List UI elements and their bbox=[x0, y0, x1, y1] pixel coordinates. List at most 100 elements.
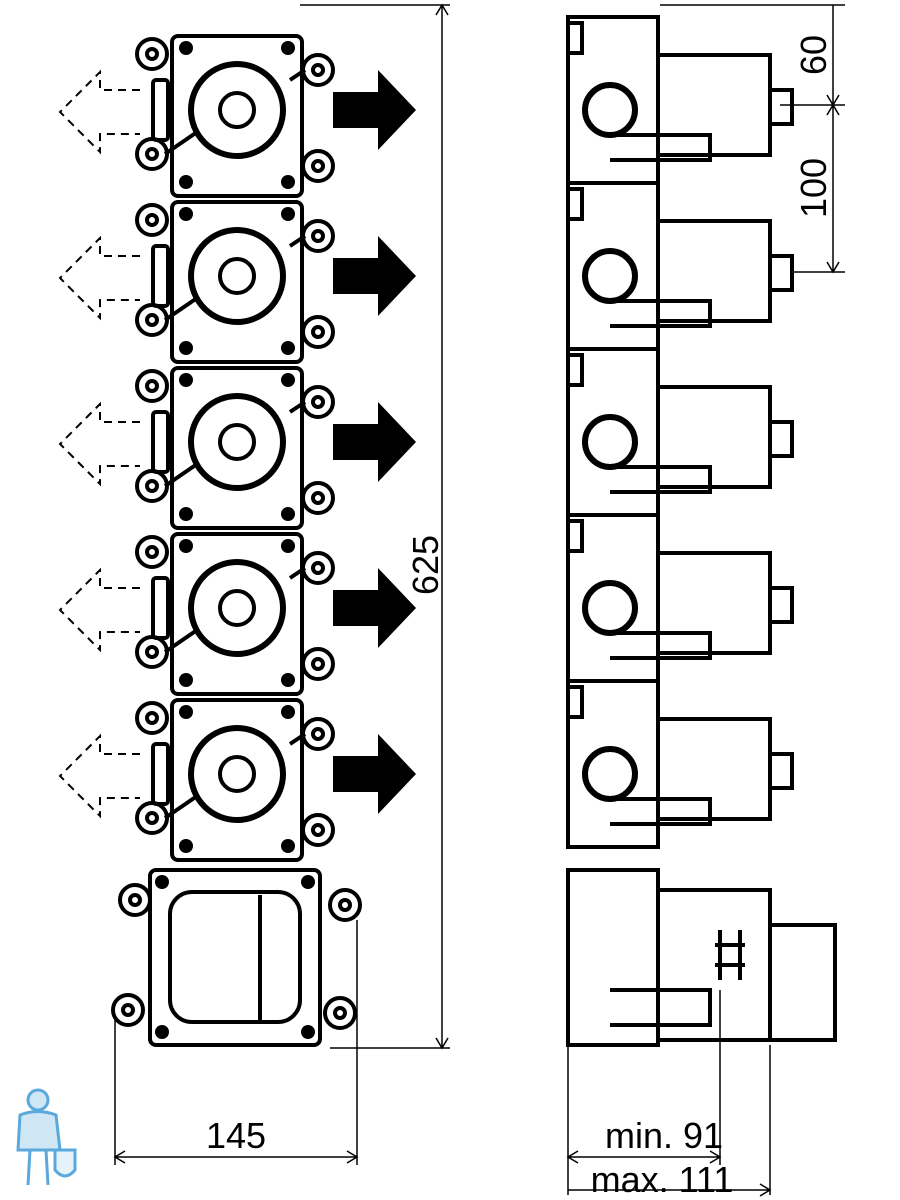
mounting-lug bbox=[135, 635, 169, 669]
mounting-hole-icon bbox=[311, 727, 325, 741]
module-housing bbox=[170, 698, 304, 862]
mounting-lug bbox=[301, 53, 335, 87]
dim-total-height-label: 625 bbox=[405, 535, 446, 595]
module-housing bbox=[170, 532, 304, 696]
mounting-lug bbox=[323, 996, 357, 1030]
side-port bbox=[151, 78, 170, 142]
side-detail bbox=[610, 930, 745, 1027]
mounting-hole-icon bbox=[311, 63, 325, 77]
screw-icon bbox=[281, 673, 295, 687]
side-bracket bbox=[570, 685, 712, 826]
screw-icon bbox=[301, 1025, 315, 1039]
screw-icon bbox=[179, 373, 193, 387]
optional-outlet-arrow-icon bbox=[58, 235, 140, 321]
screw-icon bbox=[281, 373, 295, 387]
valve-ring bbox=[188, 227, 286, 325]
bracket-arm bbox=[163, 732, 307, 820]
dim-depth-max-label: max. 111 bbox=[591, 1159, 734, 1200]
screw-icon bbox=[179, 207, 193, 221]
mounting-hole-icon bbox=[333, 1006, 347, 1020]
mounting-lug bbox=[301, 717, 335, 751]
valve-module bbox=[58, 366, 416, 530]
mounting-hole-icon bbox=[145, 811, 159, 825]
side-bracket bbox=[570, 519, 712, 660]
mounting-hole-icon bbox=[145, 479, 159, 493]
dim-line-module-pitch bbox=[660, 4, 845, 274]
valve-ring bbox=[188, 559, 286, 657]
valve-ring bbox=[188, 725, 286, 823]
mounting-hole-icon bbox=[145, 47, 159, 61]
mounting-hole-icon bbox=[145, 147, 159, 161]
screw-icon bbox=[281, 839, 295, 853]
side-knob bbox=[768, 586, 794, 624]
mounting-hole-icon bbox=[311, 561, 325, 575]
screw-icon bbox=[179, 705, 193, 719]
bracket-arm bbox=[163, 68, 307, 156]
screw-icon bbox=[281, 341, 295, 355]
side-bracket bbox=[570, 187, 712, 328]
dim-line-depth bbox=[566, 990, 772, 1197]
screw-icon bbox=[179, 41, 193, 55]
mounting-lug bbox=[135, 203, 169, 237]
side-port bbox=[151, 576, 170, 640]
mounting-lug bbox=[301, 813, 335, 847]
bracket-arm bbox=[163, 566, 307, 654]
bracket-arm bbox=[163, 400, 307, 488]
dim-line-width bbox=[113, 920, 359, 1165]
mounting-hole-icon bbox=[145, 213, 159, 227]
mounting-lug bbox=[301, 385, 335, 419]
module-housing bbox=[170, 200, 304, 364]
side-body bbox=[656, 888, 772, 1042]
dim-width-label: 145 bbox=[206, 1115, 266, 1156]
screw-icon bbox=[281, 705, 295, 719]
side-port bbox=[151, 742, 170, 806]
screw-icon bbox=[155, 875, 169, 889]
valve-spindle bbox=[218, 755, 256, 793]
mounting-lug bbox=[135, 801, 169, 835]
screw-icon bbox=[179, 673, 193, 687]
outlet-arrow-icon bbox=[333, 70, 416, 150]
mounting-hole-icon bbox=[145, 645, 159, 659]
mounting-lug bbox=[135, 535, 169, 569]
mounting-hole-icon bbox=[145, 545, 159, 559]
side-knob bbox=[768, 88, 794, 126]
optional-outlet-arrow-icon bbox=[58, 733, 140, 819]
side-cap bbox=[768, 923, 837, 1042]
valve-module bbox=[58, 532, 416, 696]
dim-top-offset-label: 60 bbox=[793, 35, 834, 75]
side-body bbox=[656, 551, 772, 655]
side-bracket bbox=[570, 353, 712, 494]
valve-module bbox=[58, 34, 416, 198]
outlet-arrow-icon bbox=[333, 402, 416, 482]
mounting-lug bbox=[301, 315, 335, 349]
outlet-arrow-icon bbox=[333, 236, 416, 316]
dim-depth-min-label: min. 91 bbox=[605, 1115, 723, 1156]
side-valve-port bbox=[582, 746, 638, 802]
side-mixer bbox=[566, 868, 837, 1047]
optional-outlet-arrow-icon bbox=[58, 401, 140, 487]
plumber-logo-icon bbox=[16, 1088, 77, 1186]
mounting-lug bbox=[135, 701, 169, 735]
side-body bbox=[656, 717, 772, 821]
front-view bbox=[58, 34, 416, 1047]
valve-module bbox=[58, 698, 416, 862]
mounting-lug bbox=[301, 481, 335, 515]
mounting-hole-icon bbox=[338, 898, 352, 912]
side-module bbox=[566, 347, 794, 517]
screw-icon bbox=[281, 207, 295, 221]
mounting-hole-icon bbox=[311, 229, 325, 243]
mounting-hole-icon bbox=[145, 711, 159, 725]
side-module bbox=[566, 15, 794, 185]
mounting-hole-icon bbox=[311, 325, 325, 339]
side-module bbox=[566, 181, 794, 351]
mounting-lug bbox=[135, 469, 169, 503]
side-port bbox=[151, 244, 170, 308]
mounting-lug bbox=[135, 303, 169, 337]
side-module bbox=[566, 513, 794, 683]
valve-module bbox=[58, 200, 416, 364]
side-valve-port bbox=[582, 248, 638, 304]
screw-icon bbox=[281, 507, 295, 521]
screw-icon bbox=[301, 875, 315, 889]
mounting-lug bbox=[135, 369, 169, 403]
mounting-hole-icon bbox=[311, 491, 325, 505]
